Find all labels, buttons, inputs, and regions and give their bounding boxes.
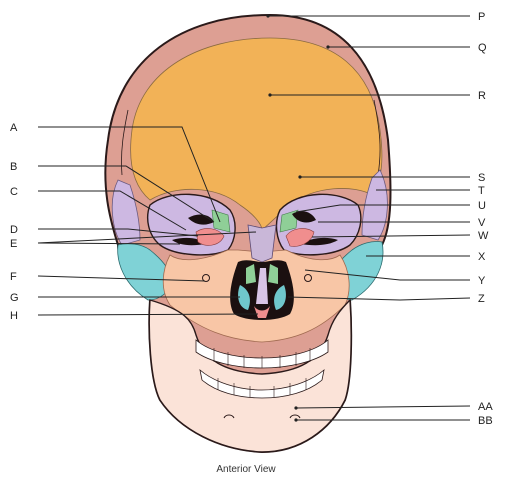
label-u: U (478, 200, 486, 212)
ethmoid-green-left (246, 264, 256, 284)
inferior-fissure-right (300, 237, 338, 246)
mental-foramen-left (223, 414, 235, 419)
label-s: S (478, 172, 485, 184)
label-r: R (478, 90, 486, 102)
lower-teeth (199, 368, 325, 399)
concha-left (238, 285, 250, 310)
nasal-bones (247, 224, 277, 263)
label-a: A (10, 122, 18, 134)
ethmoid-green-right (268, 264, 278, 284)
foramen-right (304, 274, 312, 282)
label-c: C (10, 186, 18, 198)
mandible (148, 298, 352, 453)
concha-right (274, 285, 286, 310)
label-t: T (478, 185, 485, 197)
ethmoid-left (195, 228, 225, 246)
coronal-suture-left (121, 109, 129, 176)
upper-teeth (195, 339, 329, 369)
leader-dots (266, 14, 330, 422)
label-f: F (10, 271, 17, 283)
label-g: G (10, 292, 19, 304)
ethmoid-right (285, 228, 315, 247)
diagram-caption: Anterior View (216, 464, 276, 475)
label-b: B (10, 161, 17, 173)
fissure-left (188, 214, 214, 225)
label-w: W (478, 230, 489, 242)
label-x: X (478, 251, 486, 263)
label-z: Z (478, 293, 485, 305)
label-q: Q (478, 42, 487, 54)
right-labels: P Q R S T U V W X Y Z AA BB (478, 11, 493, 427)
coronal-suture-right (373, 99, 381, 176)
fissure-right (292, 211, 316, 223)
label-p: P (478, 11, 485, 23)
foramen-left (202, 274, 210, 282)
left-labels: A B C D E F G H (10, 122, 19, 322)
label-d: D (10, 224, 18, 236)
mental-foramen-right (289, 414, 301, 419)
label-e: E (10, 238, 17, 250)
vomer (254, 306, 270, 318)
label-aa: AA (478, 401, 493, 413)
label-v: V (478, 217, 486, 229)
septum (256, 268, 268, 304)
leader-lines (37, 15, 471, 421)
label-h: H (10, 310, 18, 322)
label-y: Y (478, 275, 486, 287)
label-bb: BB (478, 415, 493, 427)
